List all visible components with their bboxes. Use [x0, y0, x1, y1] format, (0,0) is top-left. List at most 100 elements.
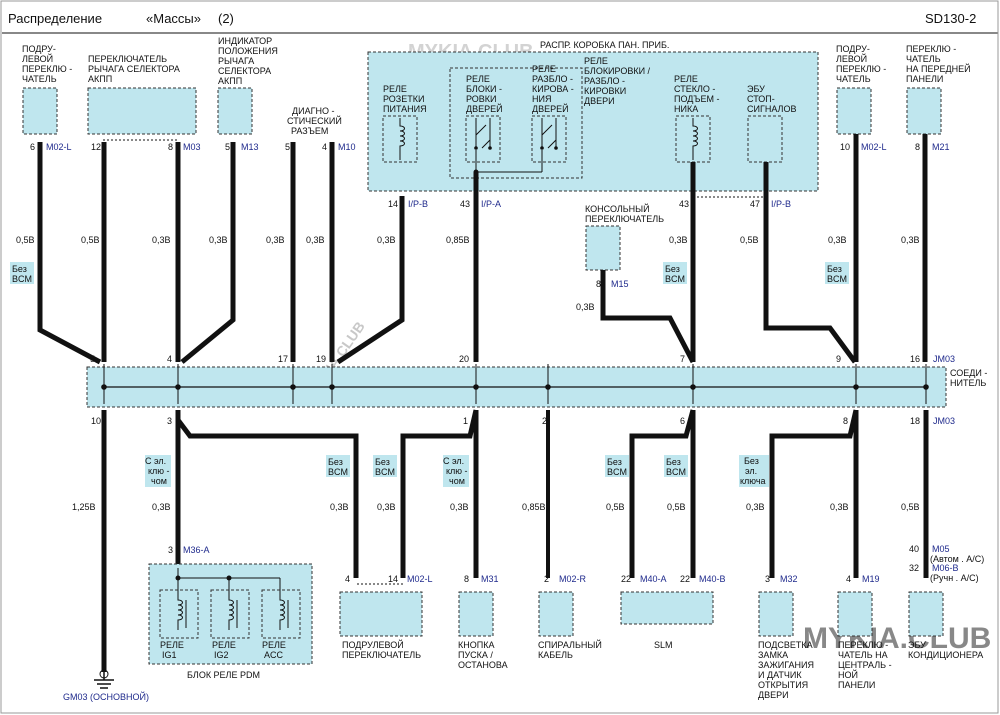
svg-text:КОНСОЛЬНЫЙ: КОНСОЛЬНЫЙ	[585, 203, 650, 214]
junction-box-title: РАСПР. КОРОБКА ПАН. ПРИБ.	[540, 40, 669, 50]
svg-text:ПЕРЕКЛЮ -: ПЕРЕКЛЮ -	[22, 64, 72, 74]
svg-text:I/P-A: I/P-A	[481, 199, 501, 209]
svg-text:6: 6	[680, 416, 685, 426]
top-component-1-box	[22, 87, 58, 135]
svg-text:43: 43	[679, 199, 689, 209]
svg-text:M03: M03	[183, 142, 201, 152]
svg-text:ДВЕРЕЙ: ДВЕРЕЙ	[532, 103, 569, 114]
bottom-comp-5-code-a: M40-A	[640, 574, 667, 584]
svg-text:ЧАТЕЛЬ: ЧАТЕЛЬ	[836, 74, 871, 84]
svg-text:ЧАТЕЛЬ: ЧАТЕЛЬ	[906, 54, 941, 64]
center-panel-switch-box	[837, 591, 873, 637]
svg-text:РЕЛЕ: РЕЛЕ	[584, 56, 608, 66]
svg-text:IG2: IG2	[214, 650, 229, 660]
svg-text:BCM: BCM	[666, 467, 686, 477]
clock-spring-box	[538, 591, 574, 637]
svg-text:СТЕКЛО -: СТЕКЛО -	[674, 84, 715, 94]
svg-text:BCM: BCM	[607, 467, 627, 477]
bottom-comp-6-pin: 3	[765, 574, 770, 584]
svg-text:ПЕРЕКЛЮ -: ПЕРЕКЛЮ -	[836, 64, 886, 74]
svg-text:РОЗЕТКИ: РОЗЕТКИ	[383, 94, 424, 104]
svg-text:0,3B: 0,3B	[266, 235, 285, 245]
bottom-comp-6-code: M32	[780, 574, 798, 584]
svg-text:БЛОКИРОВКИ /: БЛОКИРОВКИ /	[584, 66, 651, 76]
bottom-note-7: Без эл. ключа	[739, 455, 769, 487]
svg-text:M21: M21	[932, 142, 950, 152]
svg-text:6: 6	[30, 142, 35, 152]
svg-text:ИНДИКАТОР: ИНДИКАТОР	[218, 36, 272, 46]
svg-text:0,3B: 0,3B	[209, 235, 228, 245]
svg-text:BCM: BCM	[328, 467, 348, 477]
connector-code-top: JM03	[933, 354, 955, 364]
svg-text:НОЙ: НОЙ	[838, 669, 858, 680]
svg-text:0,3B: 0,3B	[746, 502, 765, 512]
svg-text:РЕЛЕ: РЕЛЕ	[466, 74, 490, 84]
svg-text:0,5B: 0,5B	[901, 502, 920, 512]
svg-text:47: 47	[750, 199, 760, 209]
pdm-code: M36-A	[183, 545, 210, 555]
svg-text:I/P-B: I/P-B	[408, 199, 428, 209]
top-note-3: Без BCM	[825, 262, 849, 284]
bottom-note-2: Без BCM	[326, 455, 350, 477]
svg-text:РАЗБЛО -: РАЗБЛО -	[584, 76, 625, 86]
bottom-wires	[101, 409, 929, 672]
pdm-node-1	[175, 575, 181, 581]
svg-text:АКПП: АКПП	[88, 74, 112, 84]
svg-text:Без: Без	[827, 264, 842, 274]
pdm-relay-block	[148, 563, 313, 665]
header-left: Распределение	[8, 11, 102, 26]
svg-text:КИРОВКИ: КИРОВКИ	[584, 86, 626, 96]
top-component-5-label: ПОДРУ- ЛЕВОЙ ПЕРЕКЛЮ - ЧАТЕЛЬ	[836, 44, 886, 84]
svg-text:КИРОВА -: КИРОВА -	[532, 84, 574, 94]
relay-6-label: ЭБУ СТОП- СИГНАЛОВ	[747, 84, 796, 114]
top-component-2-label: ПЕРЕКЛЮЧАТЕЛЬ РЫЧАГА СЕЛЕКТОРА АКПП	[88, 54, 180, 84]
svg-text:IG1: IG1	[162, 650, 177, 660]
svg-text:0,5B: 0,5B	[740, 235, 759, 245]
svg-text:43: 43	[460, 199, 470, 209]
bottom-comp-5-code-b: M40-B	[699, 574, 726, 584]
svg-text:ПЕРЕКЛЮЧАТЕЛЬ: ПЕРЕКЛЮЧАТЕЛЬ	[88, 54, 167, 64]
svg-text:7: 7	[680, 354, 685, 364]
svg-text:ПОЛОЖЕНИЯ: ПОЛОЖЕНИЯ	[218, 46, 278, 56]
bottom-note-3: Без BCM	[373, 455, 397, 477]
svg-text:4: 4	[167, 354, 172, 364]
ac-note-1: (Автом . A/C)	[930, 554, 984, 564]
bottom-comp-5-label: SLM	[654, 640, 673, 650]
top-wire-gauges: 0,5B 0,5B 0,3B 0,3B 0,3B 0,3B 0,3B 0,85B…	[16, 235, 920, 312]
svg-text:СЕЛЕКТОРА: СЕЛЕКТОРА	[218, 66, 271, 76]
svg-text:0,3B: 0,3B	[669, 235, 688, 245]
junction-box	[367, 51, 819, 192]
svg-text:СИГНАЛОВ: СИГНАЛОВ	[747, 104, 796, 114]
bottom-comp-4-label-1: СПИРАЛЬНЫЙ	[538, 639, 602, 650]
top-note-2: Без BCM	[663, 262, 687, 284]
svg-text:0,3B: 0,3B	[377, 235, 396, 245]
svg-text:РЫЧАГА СЕЛЕКТОРА: РЫЧАГА СЕЛЕКТОРА	[88, 64, 180, 74]
top-component-1-label: ПОДРУ- ЛЕВОЙ ПЕРЕКЛЮ - ЧАТЕЛЬ	[22, 44, 72, 84]
svg-text:BCM: BCM	[12, 274, 32, 284]
svg-text:ПОДСВЕТКА: ПОДСВЕТКА	[758, 640, 813, 650]
bottom-comp-6-label: ПОДСВЕТКА ЗАМКА ЗАЖИГАНИЯ И ДАТЧИК ОТКРЫ…	[758, 640, 814, 700]
svg-text:0,3B: 0,3B	[450, 502, 469, 512]
bottom-comp-2-label-1: ПОДРУЛЕВОЙ	[342, 639, 404, 650]
svg-text:M15: M15	[611, 279, 629, 289]
svg-text:Без: Без	[375, 457, 390, 467]
svg-text:ACC: ACC	[264, 650, 284, 660]
svg-text:8: 8	[596, 279, 601, 289]
svg-text:СТОП-: СТОП-	[747, 94, 775, 104]
svg-text:АКПП: АКПП	[218, 76, 242, 86]
svg-text:16: 16	[910, 354, 920, 364]
svg-text:3: 3	[167, 416, 172, 426]
svg-text:BCM: BCM	[375, 467, 395, 477]
svg-text:17: 17	[278, 354, 288, 364]
top-component-5-box	[836, 87, 872, 135]
top-pin-labels: 6 M02-L 12 8 M03 5 M13 5 4 M10 14 I/P-B …	[30, 142, 950, 289]
svg-text:эл.: эл.	[745, 466, 757, 476]
bottom-comp-4-code: M02-R	[559, 574, 587, 584]
svg-text:0,3B: 0,3B	[828, 235, 847, 245]
svg-text:ключа: ключа	[740, 476, 766, 486]
bottom-comp-3-code: M31	[481, 574, 499, 584]
bottom-comp-3-label-3: ОСТАНОВА	[458, 660, 508, 670]
svg-text:ЧАТЕЛЬ: ЧАТЕЛЬ	[22, 74, 57, 84]
connector-label-2: НИТЕЛЬ	[950, 378, 986, 388]
svg-text:0,3B: 0,3B	[330, 502, 349, 512]
